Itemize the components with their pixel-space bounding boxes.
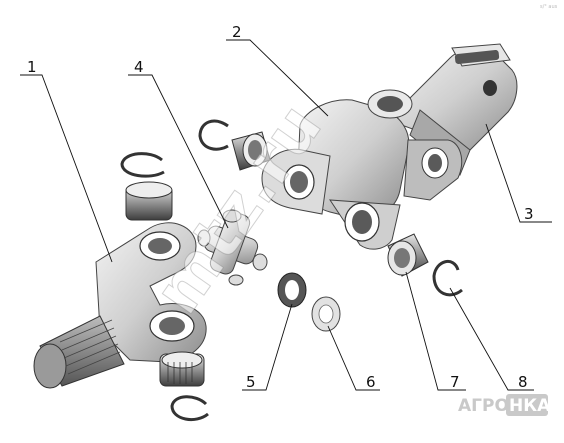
label-part-3: 3	[524, 205, 534, 223]
label-part-7: 7	[450, 373, 460, 391]
label-part-1: 1	[27, 58, 37, 76]
needle-bearing-cup-lower	[159, 351, 205, 387]
snap-ring-left	[120, 152, 165, 178]
leader-8	[449, 287, 534, 391]
part-1-splined-yoke	[33, 222, 207, 389]
part-8-snap-ring	[432, 260, 463, 297]
leader-4	[128, 74, 229, 229]
leader-3	[485, 123, 552, 223]
snap-ring-upper	[198, 119, 229, 151]
label-part-8: 8	[518, 373, 528, 391]
part-6-washer	[311, 296, 341, 332]
needle-bearing-cup-upper	[231, 131, 271, 171]
label-part-6: 6	[366, 373, 376, 391]
needle-bearing-cup-left	[125, 181, 173, 221]
leader-5	[242, 303, 293, 391]
label-part-2: 2	[232, 23, 242, 41]
corner-mark: s/° aus	[540, 4, 558, 10]
leader-2	[226, 39, 329, 117]
part-5-seal-ring	[277, 272, 307, 308]
leader-6	[327, 325, 380, 391]
label-part-5: 5	[246, 373, 256, 391]
leader-lines	[20, 39, 552, 391]
part-4-spider-cross	[197, 209, 268, 286]
agronka-logo: АГРО НКА	[458, 394, 551, 416]
leader-7	[405, 271, 466, 391]
logo-right-text: НКА	[509, 396, 551, 416]
logo-left-text: АГРО	[458, 396, 509, 416]
part-2-cross-housing	[261, 89, 463, 250]
snap-ring-lower	[170, 395, 209, 422]
label-part-4: 4	[134, 58, 144, 76]
logo-badge	[506, 394, 548, 416]
leader-1	[20, 74, 113, 263]
part-7-bearing-cup	[387, 233, 429, 277]
